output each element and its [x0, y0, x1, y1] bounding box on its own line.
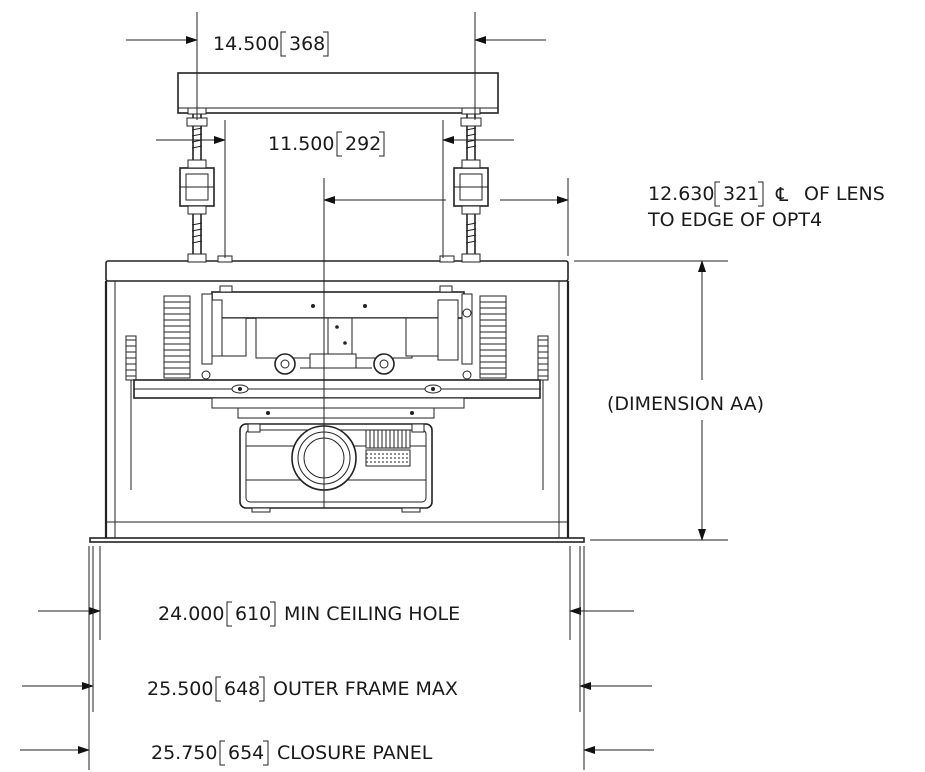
dim-closure-panel-text: CLOSURE PANEL [277, 742, 433, 764]
projector-vent [365, 429, 411, 467]
dim-top-width-value: 14.500 [213, 33, 279, 55]
dim-closure-panel-value: 25.750 [151, 742, 217, 764]
dim-lens-offset-metric: 321 [723, 183, 759, 205]
dimension-height: (DIMENSION AA) [574, 260, 764, 541]
dim-closure-panel-metric: 654 [228, 742, 264, 764]
dim-inner-width-value: 11.500 [268, 133, 334, 155]
dim-outer-frame-value: 25.500 [147, 678, 213, 700]
dim-inner-width-metric: 292 [345, 133, 381, 155]
coiled-cables [125, 295, 549, 490]
dim-lens-offset-value: 12.630 [648, 183, 714, 205]
dimension-inner-width: 11.500 292 [156, 120, 514, 258]
projector [239, 423, 433, 513]
dim-ceiling-hole-value: 24.000 [158, 603, 224, 625]
dim-outer-frame-metric: 648 [224, 678, 260, 700]
dimension-outer-frame: 25.500 648 OUTER FRAME MAX [22, 546, 652, 712]
dim-ceiling-hole-text: MIN CEILING HOLE [284, 603, 460, 625]
enclosure-frame [89, 253, 585, 543]
dimension-ceiling-hole: 24.000 610 MIN CEILING HOLE [38, 546, 634, 640]
dim-ceiling-hole-metric: 610 [235, 603, 271, 625]
dim-lens-offset-text: OF LENS [804, 183, 885, 205]
dim-outer-frame-text: OUTER FRAME MAX [273, 678, 458, 700]
mounting-plate [133, 379, 541, 419]
centerline-symbol: ℄ [775, 184, 789, 206]
dimension-top-width: 14.500 368 [126, 12, 546, 120]
rod-couplers [179, 159, 489, 215]
dim-height-label: (DIMENSION AA) [607, 393, 764, 415]
dimension-lens-offset: 12.630 321 ℄ OF LENS TO EDGE OF OPT4 [323, 178, 885, 256]
top-mounting-bar [177, 72, 499, 115]
dim-top-width-metric: 368 [289, 33, 325, 55]
dimension-closure-panel: 25.750 654 CLOSURE PANEL [20, 546, 654, 770]
lift-mechanism [201, 285, 473, 380]
dim-lens-offset-text-2: TO EDGE OF OPT4 [647, 209, 822, 231]
